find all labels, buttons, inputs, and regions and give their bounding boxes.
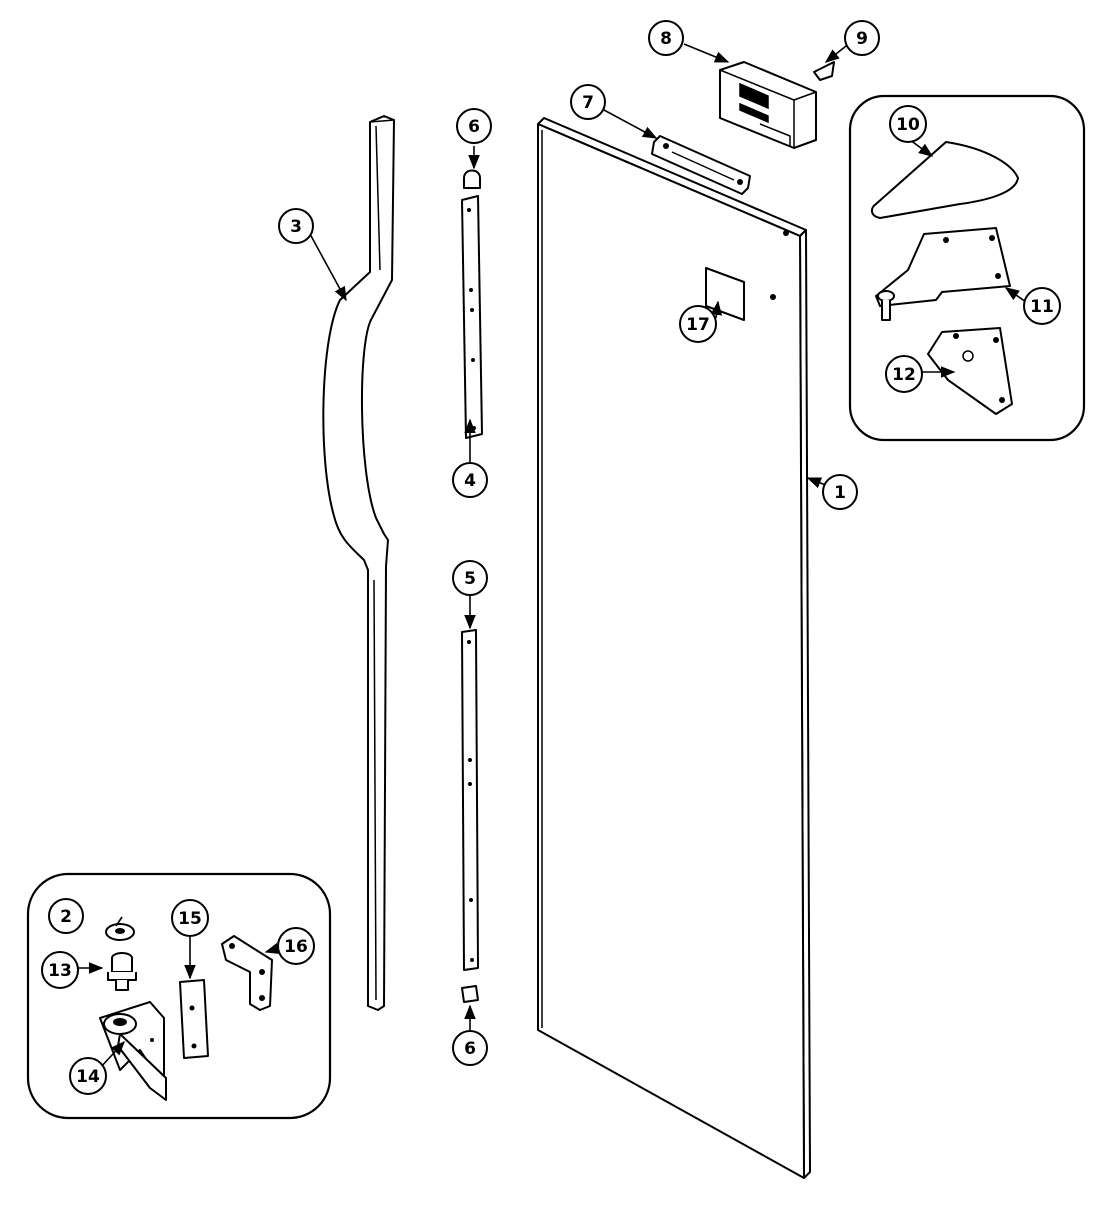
svg-text:14: 14 bbox=[76, 1067, 100, 1087]
top-bracket bbox=[651, 135, 751, 195]
upper-hinge bbox=[875, 227, 1011, 321]
callout-1: 1 bbox=[822, 474, 858, 510]
svg-text:6: 6 bbox=[468, 117, 480, 137]
lower-end-cap bbox=[461, 985, 479, 1003]
upper-end-cap bbox=[463, 169, 481, 189]
svg-text:15: 15 bbox=[178, 909, 202, 929]
callout-11: 11 bbox=[1023, 287, 1061, 325]
callout-15: 15 bbox=[171, 899, 209, 937]
detail-box-top-hinge bbox=[848, 94, 1086, 442]
callout-17: 17 bbox=[679, 305, 717, 343]
callout-3: 3 bbox=[278, 208, 314, 244]
lower-trim-strip bbox=[461, 629, 479, 971]
callout-2: 2 bbox=[48, 898, 84, 934]
svg-text:2: 2 bbox=[60, 907, 72, 927]
svg-text:6: 6 bbox=[464, 1039, 476, 1059]
door-handle bbox=[322, 115, 395, 1011]
svg-text:7: 7 bbox=[582, 93, 594, 113]
callout-5: 5 bbox=[452, 560, 488, 596]
svg-text:5: 5 bbox=[464, 569, 476, 589]
hinge-block bbox=[719, 61, 817, 149]
callout-7: 7 bbox=[570, 84, 606, 120]
svg-text:16: 16 bbox=[284, 937, 308, 957]
callout-16: 16 bbox=[277, 927, 315, 965]
leader-lines bbox=[76, 43, 1027, 1069]
svg-text:4: 4 bbox=[464, 471, 476, 491]
l-bracket bbox=[221, 935, 273, 1011]
svg-text:12: 12 bbox=[892, 365, 916, 385]
callout-10: 10 bbox=[889, 105, 927, 143]
svg-text:10: 10 bbox=[896, 115, 920, 135]
svg-text:11: 11 bbox=[1030, 297, 1054, 317]
hinge-cover bbox=[870, 141, 1019, 219]
callout-9: 9 bbox=[844, 20, 880, 56]
hinge-pin bbox=[107, 952, 137, 991]
callout-4: 4 bbox=[452, 462, 488, 498]
callout-6-top: 6 bbox=[456, 108, 492, 144]
upper-trim-strip bbox=[461, 195, 483, 439]
shim-plate bbox=[179, 979, 209, 1059]
lower-hinge bbox=[927, 327, 1013, 415]
svg-text:13: 13 bbox=[48, 961, 72, 981]
small-cap bbox=[813, 61, 835, 81]
callout-13: 13 bbox=[41, 951, 79, 989]
bottom-hinge bbox=[99, 1001, 167, 1101]
svg-text:9: 9 bbox=[856, 29, 868, 49]
callout-6-bottom: 6 bbox=[452, 1030, 488, 1066]
svg-text:3: 3 bbox=[290, 217, 302, 237]
svg-text:17: 17 bbox=[686, 315, 710, 335]
svg-text:1: 1 bbox=[834, 483, 846, 503]
callout-8: 8 bbox=[648, 20, 684, 56]
door-panel bbox=[537, 117, 811, 1179]
callout-14: 14 bbox=[69, 1057, 107, 1095]
svg-text:8: 8 bbox=[660, 29, 672, 49]
detail-box-bottom-hinge bbox=[26, 872, 332, 1120]
callout-12: 12 bbox=[885, 355, 923, 393]
